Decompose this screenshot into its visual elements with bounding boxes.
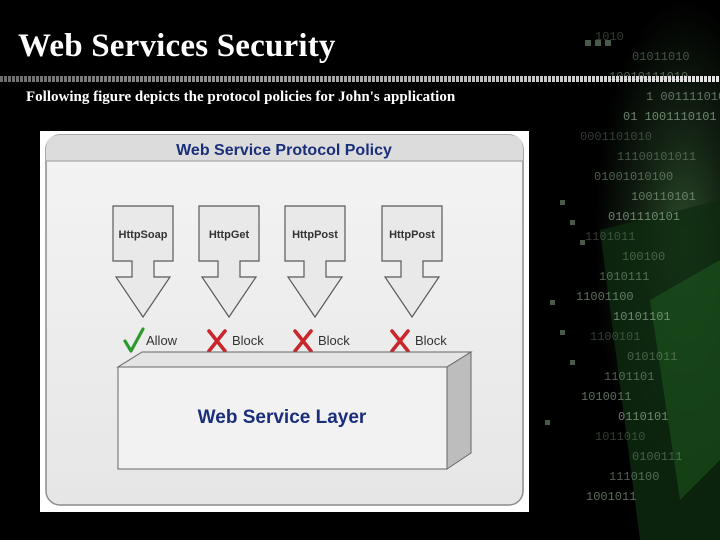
binary-digit-text: 100110101: [631, 190, 696, 204]
binary-digit-text: 01001010100: [594, 170, 673, 184]
binary-digit-text: 1101101: [604, 370, 654, 384]
binary-digit-text: 11100101011: [617, 150, 696, 164]
decision-label: Block: [232, 333, 264, 348]
slide-title: Web Services Security: [18, 28, 336, 64]
binary-digit-text: 1011010: [595, 430, 645, 444]
binary-digit-text: 0001101010: [580, 130, 652, 144]
binary-digit-text: 1001011: [586, 490, 636, 504]
decision-label: Block: [415, 333, 447, 348]
binary-digit-text: 0101011: [627, 350, 677, 364]
x-icon: [293, 329, 313, 353]
binary-digit-text: 0101110101: [608, 210, 680, 224]
protocol-arrows: HttpSoapAllowHttpGetBlockHttpPostBlockHt…: [112, 205, 447, 353]
protocol-name-label: HttpGet: [209, 229, 250, 241]
binary-digit-text: 11001100: [576, 290, 634, 304]
web-service-layer-box: Web Service Layer: [116, 351, 473, 470]
web-service-layer-label: Web Service Layer: [198, 407, 367, 428]
binary-digit-text: 01 1001110101: [623, 110, 717, 124]
x-icon: [207, 329, 227, 353]
binary-digit-text: 01011010: [632, 50, 690, 64]
protocol-name-label: HttpPost: [292, 229, 338, 241]
slide-subtitle: Following figure depicts the protocol po…: [26, 89, 456, 105]
panel-title: Web Service Protocol Policy: [176, 142, 392, 159]
binary-digit-text: 1100101: [590, 330, 640, 344]
title-divider: [0, 76, 719, 82]
binary-digit-text: 100100: [622, 250, 665, 264]
decision-label: Block: [318, 333, 350, 348]
check-icon: [123, 327, 145, 353]
x-icon: [390, 329, 410, 353]
binary-digit-text: 0100111: [632, 450, 682, 464]
binary-digit-text: 1010: [595, 30, 624, 44]
binary-digit-text: 1101011: [585, 230, 635, 244]
binary-digit-text: 0110101: [618, 410, 668, 424]
protocol-policy-diagram: Web Service Protocol Policy HttpSoapAllo…: [40, 131, 529, 512]
binary-digit-text: 1110100: [609, 470, 659, 484]
protocol-name-label: HttpSoap: [119, 229, 168, 241]
decision-label: Allow: [146, 333, 178, 348]
binary-digit-text: 10101101: [613, 310, 671, 324]
binary-digit-text: 1010011: [581, 390, 631, 404]
binary-digit-text: 1010111: [599, 270, 649, 284]
protocol-name-label: HttpPost: [389, 229, 435, 241]
